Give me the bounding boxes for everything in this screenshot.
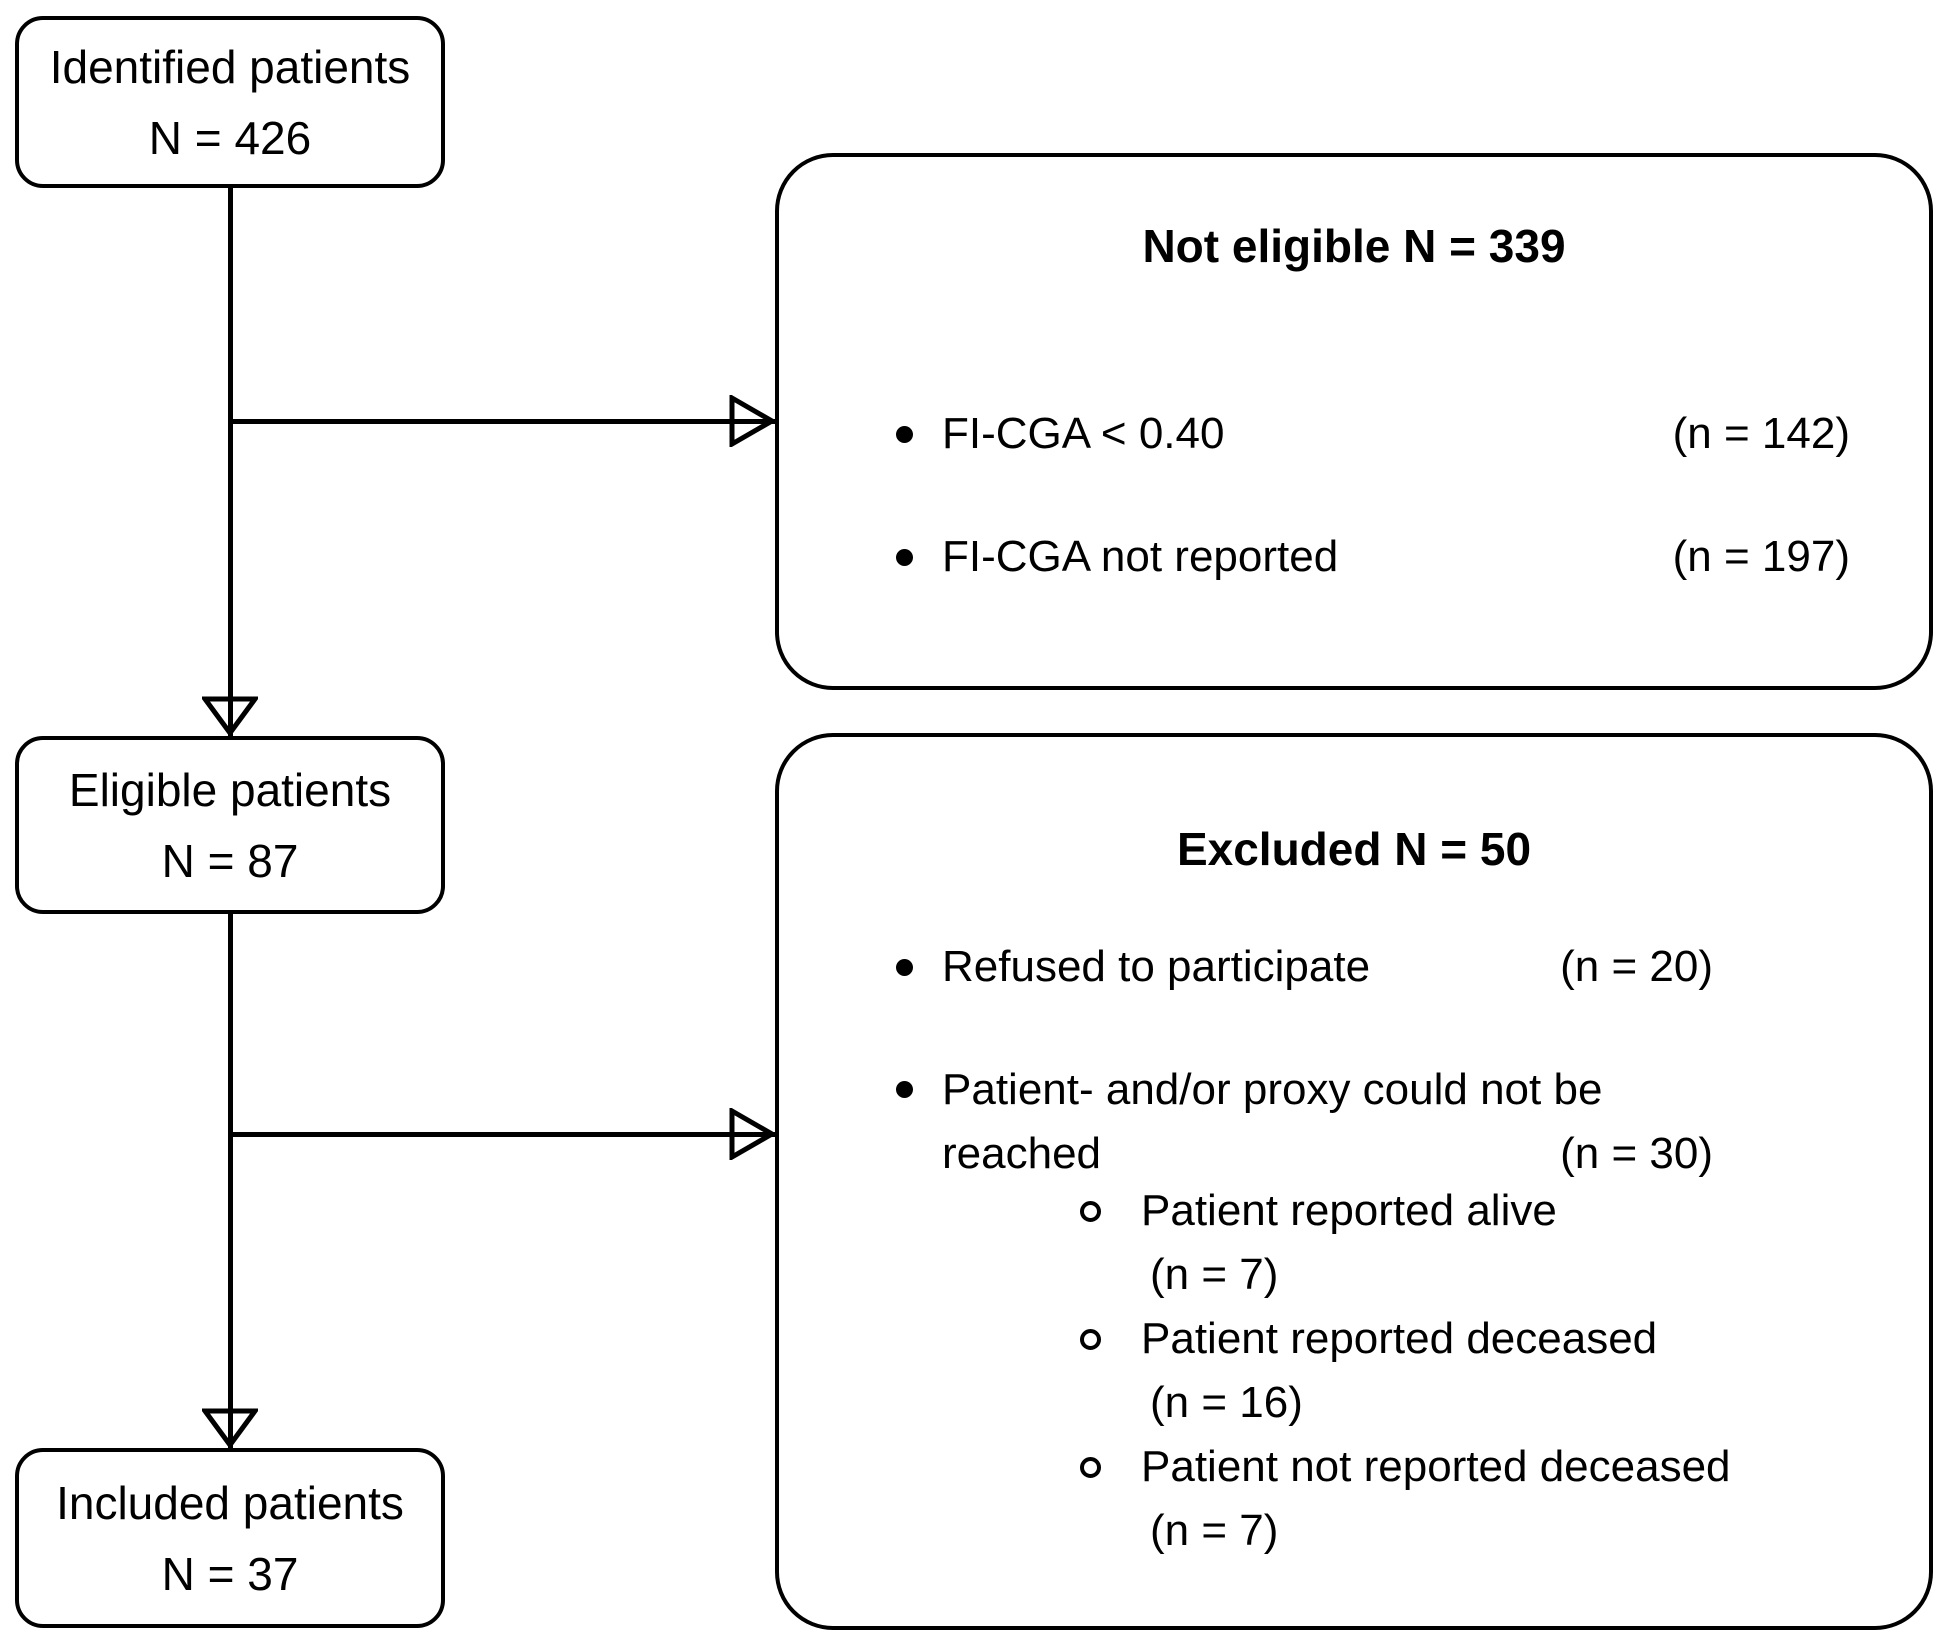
sub-item-text: Patient reported alive — [1141, 1186, 1557, 1235]
stage-label: Eligible patients — [68, 763, 392, 816]
arrowhead-down-icon — [202, 696, 258, 736]
stage-box-eligible: Eligible patients N = 87 — [15, 736, 445, 914]
arrowhead-right-icon — [729, 1108, 775, 1160]
sub-item-count: (n = 16) — [1150, 1378, 1303, 1427]
bullet-dot-icon — [896, 548, 913, 566]
connector-identified-to-eligible — [228, 188, 233, 736]
sub-item-text: Patient not reported deceased — [1141, 1442, 1731, 1491]
stage-label: Identified patients — [49, 40, 411, 93]
arrowhead-right-icon — [729, 395, 775, 447]
stage-box-identified: Identified patients N = 426 — [15, 16, 445, 188]
sub-item: Patient reported alive (n = 7) — [1080, 1179, 1731, 1307]
sub-item: Patient not reported deceased (n = 7) — [1080, 1435, 1731, 1563]
exclusion-item-text-line2: reached — [942, 1129, 1102, 1178]
stage-box-included: Included patients N = 37 — [15, 1448, 445, 1628]
sub-item-body: Patient reported alive (n = 7) — [1141, 1179, 1557, 1307]
exclusion-item-count: (n = 142) — [1672, 409, 1850, 458]
sub-item-count: (n = 7) — [1150, 1506, 1279, 1555]
connector-to-excluded — [230, 1132, 775, 1137]
connector-eligible-to-included — [228, 914, 233, 1448]
exclusion-item-count: (n = 197) — [1672, 532, 1850, 581]
exclusion-box-not-eligible: Not eligible N = 339 FI-CGA < 0.40 (n = … — [775, 153, 1933, 690]
bullet-circle-icon — [1080, 1457, 1101, 1478]
exclusion-item: FI-CGA not reported (n = 197) — [896, 526, 1929, 588]
stage-count: N = 37 — [161, 1547, 299, 1600]
connector-to-not-eligible — [230, 419, 775, 424]
exclusion-item: Refused to participate (n = 20) — [896, 936, 1929, 998]
exclusion-item-text: Patient- and/or proxy could not be reach… — [942, 1058, 1602, 1186]
exclusion-item-count: (n = 30) — [1560, 1129, 1713, 1178]
bullet-dot-icon — [896, 958, 913, 976]
stage-count: N = 87 — [161, 834, 299, 887]
exclusion-box-title: Excluded N = 50 — [1176, 823, 1532, 875]
sub-item: Patient reported deceased (n = 16) — [1080, 1307, 1731, 1435]
sub-item-text: Patient reported deceased — [1141, 1314, 1658, 1363]
exclusion-item-count: (n = 20) — [1560, 942, 1713, 991]
exclusion-item-text-line1: Patient- and/or proxy could not be — [942, 1065, 1603, 1114]
sub-item-count: (n = 7) — [1150, 1250, 1279, 1299]
exclusion-box-excluded: Excluded N = 50 Refused to participate (… — [775, 733, 1933, 1630]
sub-item-list: Patient reported alive (n = 7) Patient r… — [1080, 1179, 1731, 1563]
arrowhead-down-icon — [202, 1408, 258, 1448]
stage-label: Included patients — [56, 1476, 404, 1529]
exclusion-item-text: Refused to participate — [942, 942, 1371, 991]
exclusion-item-text: FI-CGA not reported — [942, 532, 1339, 581]
stage-count: N = 426 — [148, 111, 312, 164]
bullet-dot-icon — [896, 425, 913, 443]
bullet-circle-icon — [1080, 1201, 1101, 1222]
bullet-dot-icon — [896, 1081, 913, 1098]
bullet-circle-icon — [1080, 1329, 1101, 1350]
exclusion-item: FI-CGA < 0.40 (n = 142) — [896, 403, 1929, 465]
sub-item-body: Patient not reported deceased (n = 7) — [1141, 1435, 1731, 1563]
sub-item-body: Patient reported deceased (n = 16) — [1141, 1307, 1657, 1435]
exclusion-item-text: FI-CGA < 0.40 — [942, 409, 1225, 458]
exclusion-item: Patient- and/or proxy could not be reach… — [896, 1058, 1929, 1186]
exclusion-box-title: Not eligible N = 339 — [1142, 220, 1566, 272]
